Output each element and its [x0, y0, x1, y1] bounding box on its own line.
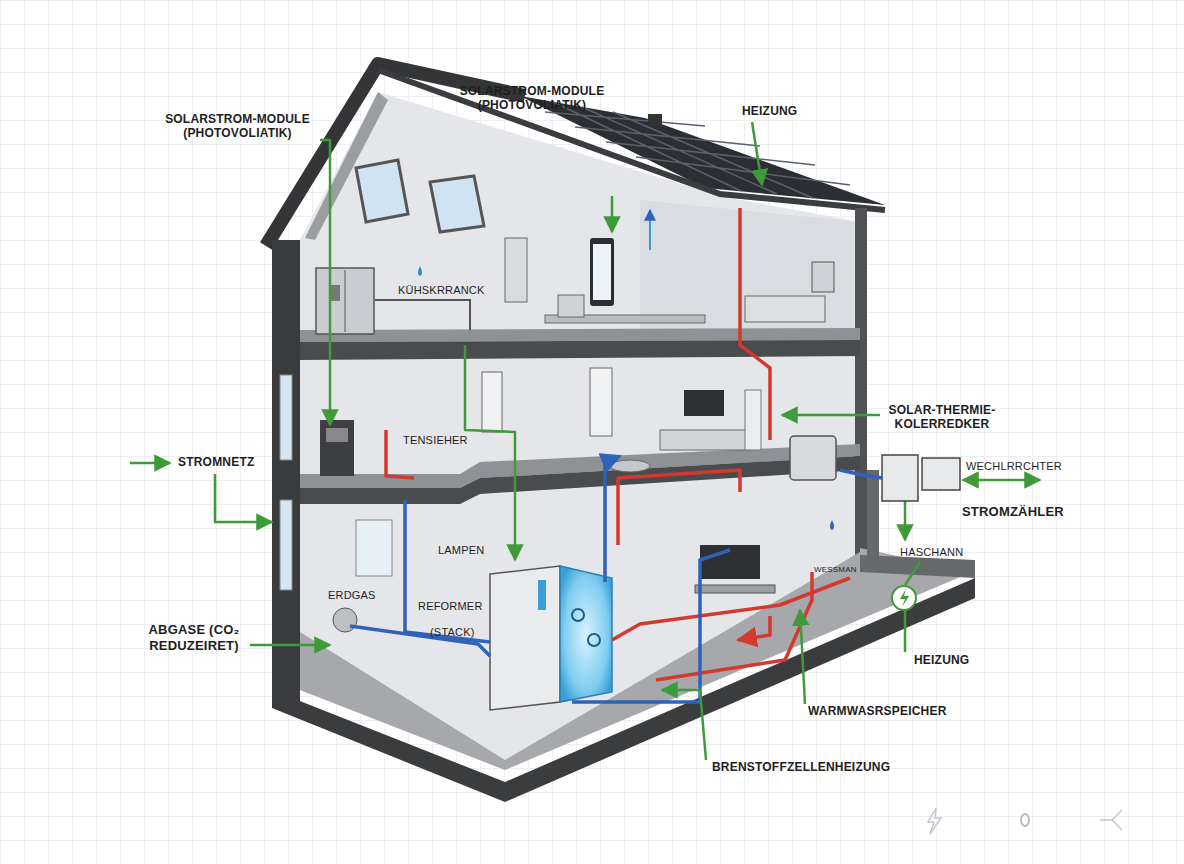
column [745, 390, 761, 450]
water-drop [830, 520, 834, 530]
sofa [660, 430, 750, 450]
meter-box [922, 458, 960, 490]
solar-thermal-unit [790, 436, 836, 480]
water-drop [418, 266, 422, 276]
window [280, 500, 292, 590]
skylight [356, 160, 408, 222]
electric-meter [892, 586, 916, 610]
callout-label: SOLARSTROM-MODULE (PHOTOVOLIATIK) [150, 112, 325, 141]
callout-label: (STACK) [430, 626, 475, 639]
lightning-symbol [900, 589, 909, 607]
leader-line [904, 500, 907, 540]
appliance-panel [326, 428, 348, 442]
icon [1021, 814, 1029, 826]
heating-pipe [612, 578, 850, 640]
sideboard [695, 585, 775, 593]
heating-pipe [618, 470, 740, 545]
callout-label: WECHLRRCHTER [966, 460, 1062, 473]
leader-line [904, 610, 907, 652]
tablet [590, 238, 614, 306]
water-pipe [605, 456, 620, 582]
fridge-panel [330, 285, 340, 301]
shelf [505, 238, 527, 302]
callout-label: KÜHSKRRANCK [398, 284, 485, 297]
leader-line [752, 122, 762, 185]
fridge [316, 268, 374, 334]
double-arrow [963, 479, 1040, 482]
leader-line [905, 562, 920, 585]
electric-lines [130, 122, 1040, 760]
gas-meter [333, 608, 357, 632]
door [590, 368, 612, 436]
icon [928, 808, 941, 834]
bed [745, 296, 825, 322]
grid-arrow [130, 462, 170, 465]
water-pipe [840, 470, 882, 478]
fuel-cell-unit [490, 566, 560, 710]
fuel-cell-stack [560, 566, 612, 702]
callout-label: WARMWASRSPEICHER [808, 704, 947, 718]
leader-line [320, 140, 330, 425]
heating-pipe [656, 572, 812, 680]
table [610, 460, 650, 472]
table [375, 300, 470, 330]
floor-slab [300, 340, 860, 360]
leader-line [215, 474, 272, 522]
window [356, 520, 392, 576]
callout-label: BRENSTOFFZELLENHEIZUNG [712, 760, 890, 774]
display [538, 580, 546, 610]
leader-line [611, 196, 614, 232]
floor-surface [300, 328, 860, 342]
heating-pipe [740, 208, 770, 440]
inverter [882, 455, 918, 501]
heating-pipes [386, 208, 850, 680]
heating-pipe [738, 616, 770, 640]
leader-line [782, 414, 880, 417]
leader-line [662, 690, 706, 760]
callout-label: STROMZÄHLER [962, 504, 1064, 520]
stack-symbol [572, 609, 584, 621]
annex-wall [867, 470, 879, 560]
callout-label: ERDGAS [328, 589, 376, 602]
left-wall [272, 240, 300, 702]
fridge-line [345, 270, 346, 332]
skylight [430, 176, 484, 232]
callout-label: HEIZUNG [914, 653, 969, 667]
icon [1100, 810, 1122, 830]
water-pipe [572, 550, 730, 702]
leader-line [800, 610, 805, 704]
callout-label: SOLARSTROM-MODULE (PHOTOVOLIATIK) [447, 84, 617, 113]
door [482, 372, 502, 432]
gas-pipe [350, 626, 490, 656]
callout-label: HEIZUNG [742, 104, 797, 118]
callout-label: STROMNETZ [178, 455, 254, 469]
tablet-screen [593, 244, 611, 300]
callout-label: HASCHANN [900, 546, 963, 559]
tv [684, 390, 724, 416]
base-slab [272, 578, 975, 802]
leader-line [250, 644, 330, 647]
electric-line [465, 345, 515, 560]
wall-unit [812, 262, 834, 292]
right-wall [855, 208, 867, 560]
callout-label: WESSMAN [814, 565, 857, 575]
callout-label: TENSIEHER [403, 434, 468, 447]
armchair [558, 295, 584, 317]
stack-symbol [588, 634, 600, 646]
water-pipe [405, 500, 490, 642]
callout-label: LAMPEN [438, 544, 484, 557]
callout-label: ABGASE (CO₂ REDUZEIRET) [124, 622, 264, 653]
callout-label: SOLAR-THERMIE- KOLERREDKER [872, 403, 1012, 432]
window [280, 375, 292, 460]
floor-slab [300, 456, 860, 504]
callout-label: REFORMER [418, 600, 483, 613]
vent-arrow [649, 210, 651, 250]
appliance [320, 420, 354, 476]
chimney [648, 114, 662, 126]
